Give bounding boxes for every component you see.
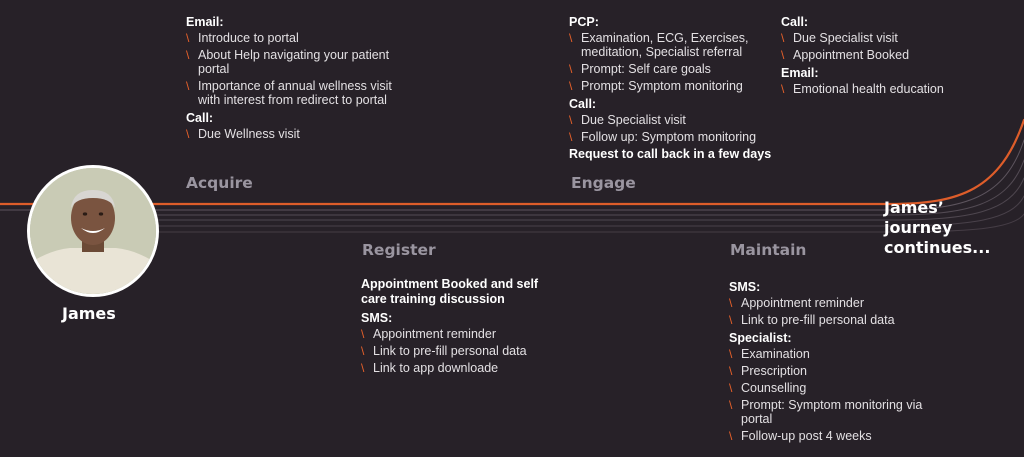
backslash-bullet-icon: \ <box>729 347 733 361</box>
person-name: James <box>62 304 116 323</box>
backslash-bullet-icon: \ <box>729 313 733 327</box>
list-item: \Prompt: Symptom monitoring via portal <box>729 398 923 426</box>
backslash-bullet-icon: \ <box>186 48 190 62</box>
backslash-bullet-icon: \ <box>781 82 785 96</box>
backslash-bullet-icon: \ <box>186 79 190 93</box>
call-heading: Call: <box>186 111 214 125</box>
list-item: \Introduce to portal <box>186 31 299 45</box>
list-item: \Appointment reminder <box>729 296 864 310</box>
backslash-bullet-icon: \ <box>186 31 190 45</box>
register-block: Appointment Booked and self care trainin… <box>361 277 561 378</box>
list-item: \Importance of annual wellness visit wit… <box>186 79 392 107</box>
backslash-bullet-icon: \ <box>569 113 573 127</box>
list-item: \Follow-up post 4 weeks <box>729 429 872 443</box>
backslash-bullet-icon: \ <box>361 344 365 358</box>
stage-acquire: Acquire <box>186 174 253 192</box>
person-portrait-icon <box>30 168 156 294</box>
engage-right-block: Call: \Due Specialist visit \Appointment… <box>781 11 981 99</box>
call-heading: Call: <box>569 97 597 111</box>
call-list: \Due Specialist visit \Follow up: Sympto… <box>569 113 774 144</box>
specialist-heading: Specialist: <box>729 331 792 345</box>
backslash-bullet-icon: \ <box>781 31 785 45</box>
sms-list: \Appointment reminder \Link to pre-fill … <box>729 296 944 327</box>
list-item: \Examination, ECG, Exercises, meditation… <box>569 31 749 59</box>
email-list: \Introduce to portal \About Help navigat… <box>186 31 411 107</box>
list-item: \Follow up: Symptom monitoring <box>569 130 757 144</box>
list-item: \Appointment Booked <box>781 48 910 62</box>
backslash-bullet-icon: \ <box>729 364 733 378</box>
list-item: \Due Wellness visit <box>186 127 300 141</box>
backslash-bullet-icon: \ <box>729 296 733 310</box>
list-item: \Due Specialist visit <box>569 113 686 127</box>
email-heading: Email: <box>781 66 819 80</box>
stage-engage: Engage <box>571 174 636 192</box>
email-heading: Email: <box>186 15 224 29</box>
list-item: \About Help navigating your patient port… <box>186 48 390 76</box>
acquire-block: Email: \Introduce to portal \About Help … <box>186 11 411 144</box>
avatar <box>27 165 159 297</box>
backslash-bullet-icon: \ <box>729 429 733 443</box>
backslash-bullet-icon: \ <box>729 398 733 412</box>
stage-maintain: Maintain <box>730 241 807 259</box>
backslash-bullet-icon: \ <box>361 327 365 341</box>
list-item: \Prompt: Symptom monitoring <box>569 79 743 93</box>
sms-heading: SMS: <box>729 280 761 294</box>
stage-register: Register <box>362 241 436 259</box>
list-item: \Link to pre-fill personal data <box>729 313 895 327</box>
engage-block: PCP: \Examination, ECG, Exercises, medit… <box>569 11 774 162</box>
backslash-bullet-icon: \ <box>569 31 573 45</box>
register-title: Appointment Booked and self care trainin… <box>361 277 539 306</box>
sms-list: \Appointment reminder \Link to pre-fill … <box>361 327 561 375</box>
list-item: \Link to app downloade <box>361 361 499 375</box>
call-list: \Due Wellness visit <box>186 127 411 141</box>
backslash-bullet-icon: \ <box>569 130 573 144</box>
backslash-bullet-icon: \ <box>186 127 190 141</box>
backslash-bullet-icon: \ <box>729 381 733 395</box>
backslash-bullet-icon: \ <box>569 79 573 93</box>
callback-note: Request to call back in a few days <box>569 147 772 161</box>
specialist-list: \Examination \Prescription \Counselling … <box>729 347 944 443</box>
list-item: \Appointment reminder <box>361 327 496 341</box>
list-item: \Due Specialist visit <box>781 31 898 45</box>
email-list: \Emotional health education <box>781 82 981 96</box>
list-item: \Emotional health education <box>781 82 944 96</box>
list-item: \Link to pre-fill personal data <box>361 344 527 358</box>
list-item: \Prompt: Self care goals <box>569 62 711 76</box>
call-heading: Call: <box>781 15 809 29</box>
pcp-heading: PCP: <box>569 15 599 29</box>
pcp-list: \Examination, ECG, Exercises, meditation… <box>569 31 774 93</box>
backslash-bullet-icon: \ <box>361 361 365 375</box>
sms-heading: SMS: <box>361 311 393 325</box>
backslash-bullet-icon: \ <box>781 48 785 62</box>
list-item: \Counselling <box>729 381 807 395</box>
maintain-block: SMS: \Appointment reminder \Link to pre-… <box>729 276 944 446</box>
list-item: \Prescription <box>729 364 807 378</box>
journey-continues-text: James’ journey continues... <box>884 198 991 257</box>
backslash-bullet-icon: \ <box>569 62 573 76</box>
call-list: \Due Specialist visit \Appointment Booke… <box>781 31 981 62</box>
list-item: \Examination <box>729 347 810 361</box>
